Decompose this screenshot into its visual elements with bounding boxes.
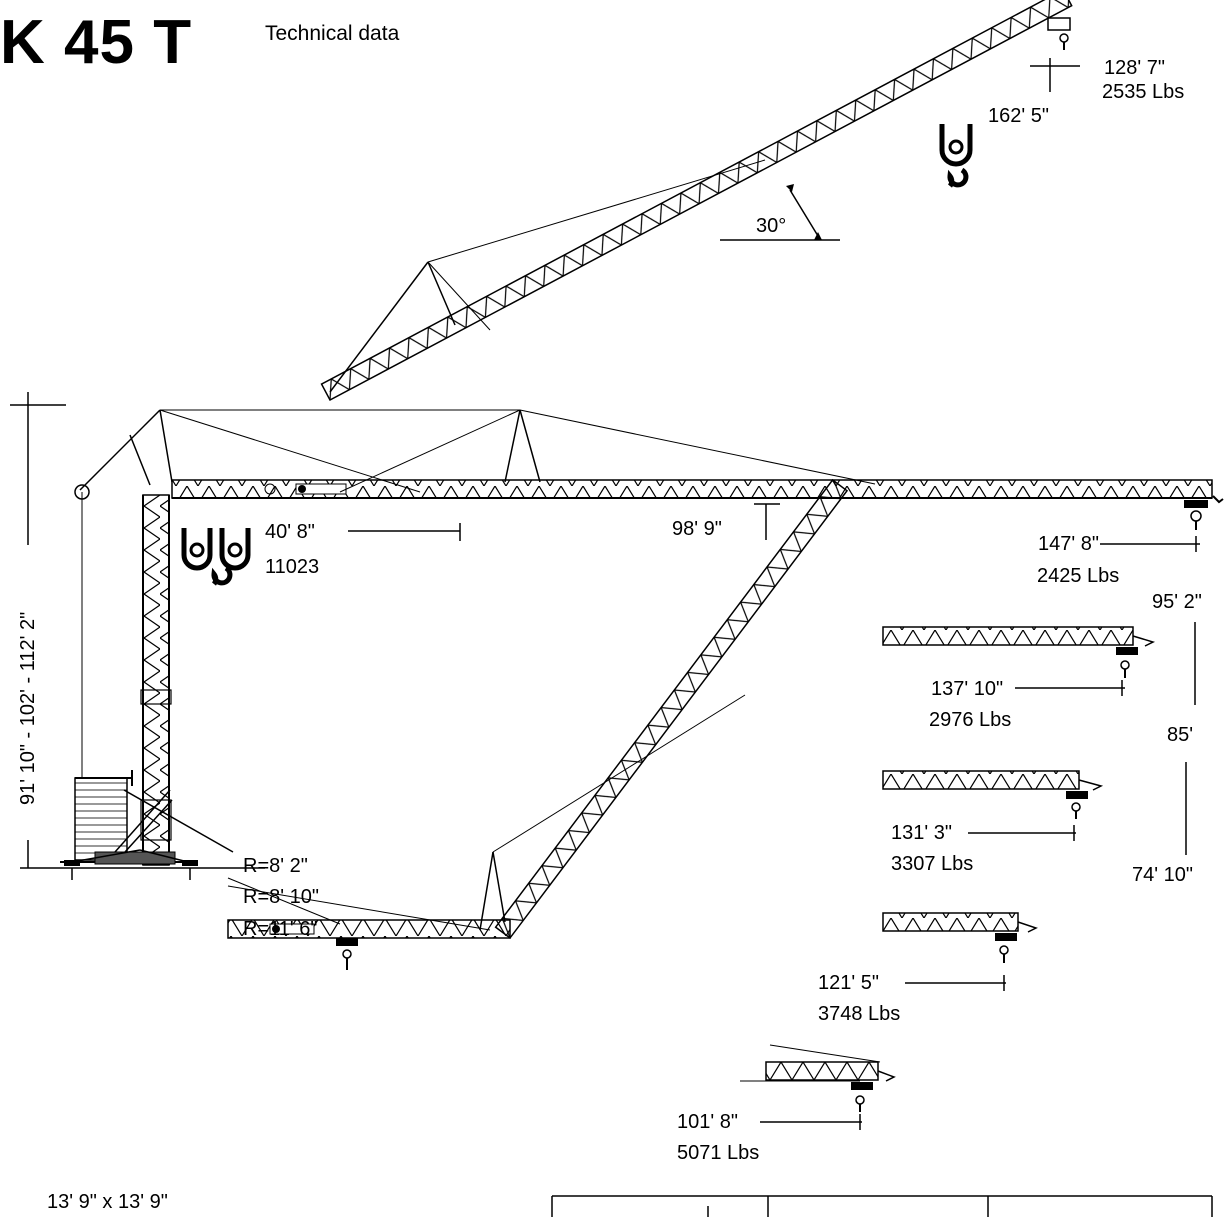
- angle-label: 30°: [756, 215, 787, 237]
- height-74-label: 74' 10": [1132, 864, 1193, 886]
- tail-radius-2-label: R=8' 10": [243, 886, 319, 908]
- base-size-label: 13' 9" x 13' 9": [47, 1191, 168, 1213]
- main-jib: [74, 409, 1224, 530]
- single-hook-icon: [939, 124, 973, 188]
- tail-radius-3-label: R=11' 6": [243, 918, 318, 940]
- angle-indicator: [720, 184, 840, 241]
- top-radius-label: 128' 7": [1104, 57, 1165, 79]
- double-radius-label: 40' 8": [265, 521, 315, 543]
- ballast-block: [74, 770, 133, 861]
- load-137-label: 2976 Lbs: [929, 709, 1012, 731]
- spec-table-stub: [551, 1195, 1213, 1217]
- hook-height-main-label: 98' 9": [672, 518, 722, 540]
- radius-121-label: 121' 5": [818, 972, 879, 994]
- page-subtitle: Technical data: [265, 22, 400, 45]
- height-85-label: 85': [1167, 724, 1194, 746]
- double-hook-icon: [181, 528, 251, 586]
- jib-variant-101: [740, 1044, 896, 1112]
- load-101-label: 5071 Lbs: [677, 1142, 760, 1164]
- tail-radius-1-label: R=8' 2": [243, 855, 308, 877]
- double-load-label: 11023: [265, 556, 320, 578]
- base-chassis: [20, 789, 265, 869]
- jib-variant-131: [882, 770, 1104, 819]
- radius-131-label: 131' 3": [891, 822, 952, 844]
- tower: [140, 494, 172, 866]
- model-title: K 45 T: [0, 8, 193, 77]
- radius-101-label: 101' 8": [677, 1111, 738, 1133]
- load-121-label: 3748 Lbs: [818, 1003, 901, 1025]
- radius-137-label: 137' 10": [931, 678, 1004, 700]
- luffing-jib-angled: [227, 478, 849, 970]
- radius-147-label: 147' 8": [1038, 533, 1099, 555]
- jib-variant-137: [882, 626, 1156, 678]
- jib-variant-121: [882, 912, 1038, 963]
- dimension-lines: [10, 58, 1200, 1130]
- top-load-label: 2535 Lbs: [1102, 81, 1185, 103]
- raised-jib-30: [320, 0, 1073, 402]
- top-height-label: 162' 5": [988, 105, 1049, 127]
- load-147-label: 2425 Lbs: [1037, 565, 1120, 587]
- height-95-label: 95' 2": [1152, 591, 1202, 613]
- tower-height-label: 91' 10" - 102' - 112' 2": [17, 611, 39, 805]
- load-131-label: 3307 Lbs: [891, 853, 974, 875]
